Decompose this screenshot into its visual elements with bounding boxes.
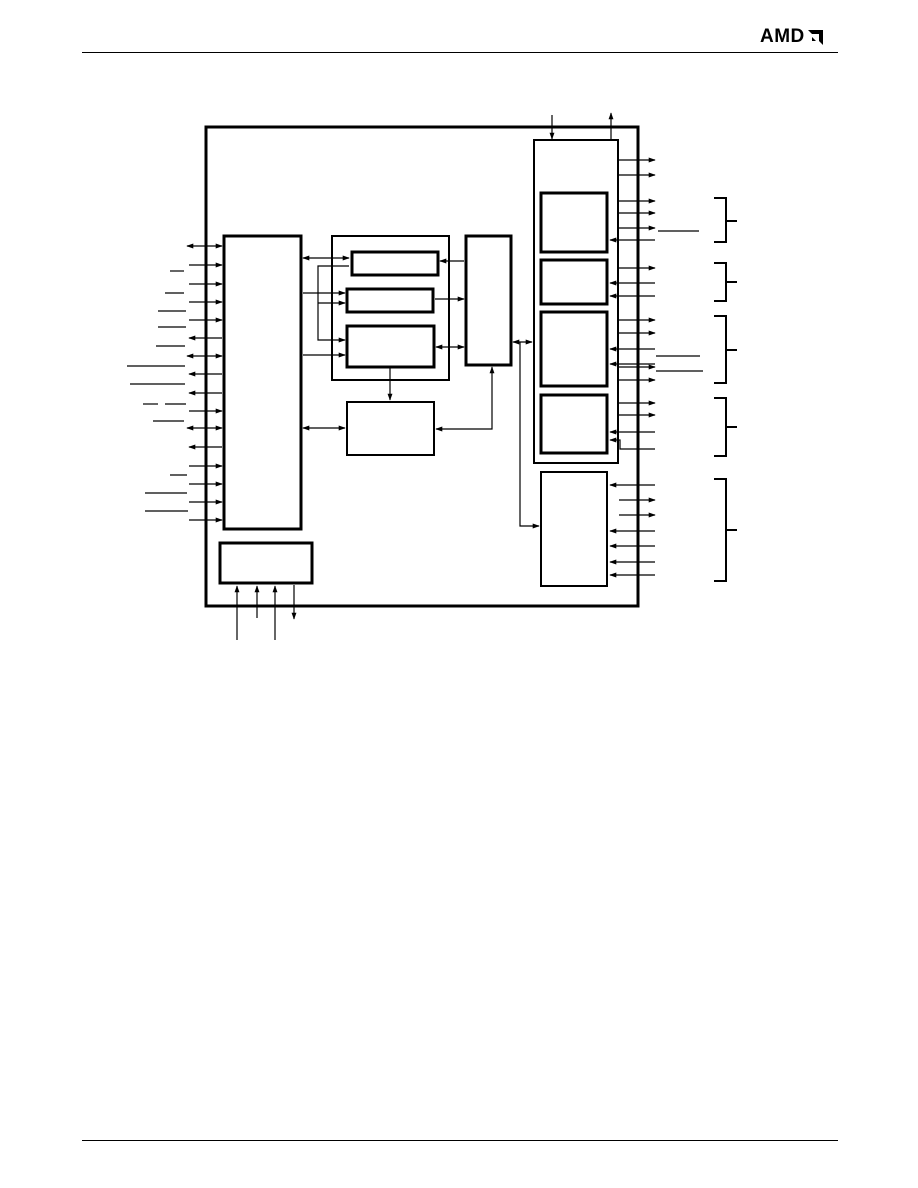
internal-connections (302, 255, 540, 529)
center-register-3 (345, 324, 436, 369)
bottom-signals (234, 585, 297, 640)
bus-interface-block (222, 234, 303, 531)
peripheral-block-4 (539, 393, 609, 455)
peripheral-block-1 (539, 191, 609, 254)
right-signals (609, 157, 703, 578)
peripheral-group-frame (533, 139, 619, 464)
logo-wordmark: AMD (760, 26, 805, 47)
lower-center-block (346, 401, 435, 456)
top-signals (549, 112, 614, 140)
footer-rule (82, 1140, 838, 1141)
amd-arrow-logo-icon (807, 29, 823, 45)
center-register-1 (350, 250, 440, 277)
amd-logo: AMD (760, 26, 824, 48)
internal-bus-block (464, 234, 513, 367)
center-cluster-frame (331, 235, 450, 381)
header-rule (82, 52, 838, 53)
center-register-2 (345, 287, 435, 314)
peripheral-block-5 (540, 471, 608, 587)
signal-brackets (714, 197, 737, 582)
clock-control-block (218, 541, 314, 585)
peripheral-block-3 (539, 310, 609, 388)
peripheral-block-2 (539, 258, 609, 306)
left-signals (127, 243, 223, 523)
